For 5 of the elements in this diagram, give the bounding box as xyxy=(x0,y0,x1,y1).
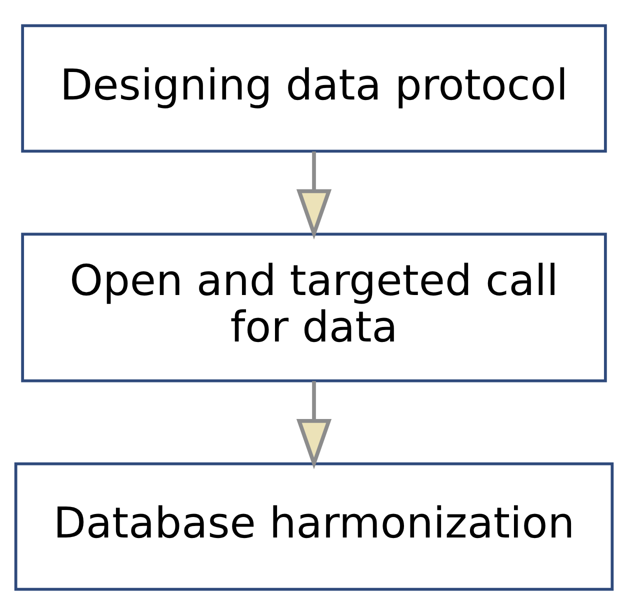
node-box: Database harmonization xyxy=(14,462,614,591)
node-box: Open and targeted call for data xyxy=(21,232,607,382)
arrow xyxy=(296,381,332,470)
node-box: Designing data protocol xyxy=(21,24,607,153)
arrow xyxy=(296,151,332,240)
